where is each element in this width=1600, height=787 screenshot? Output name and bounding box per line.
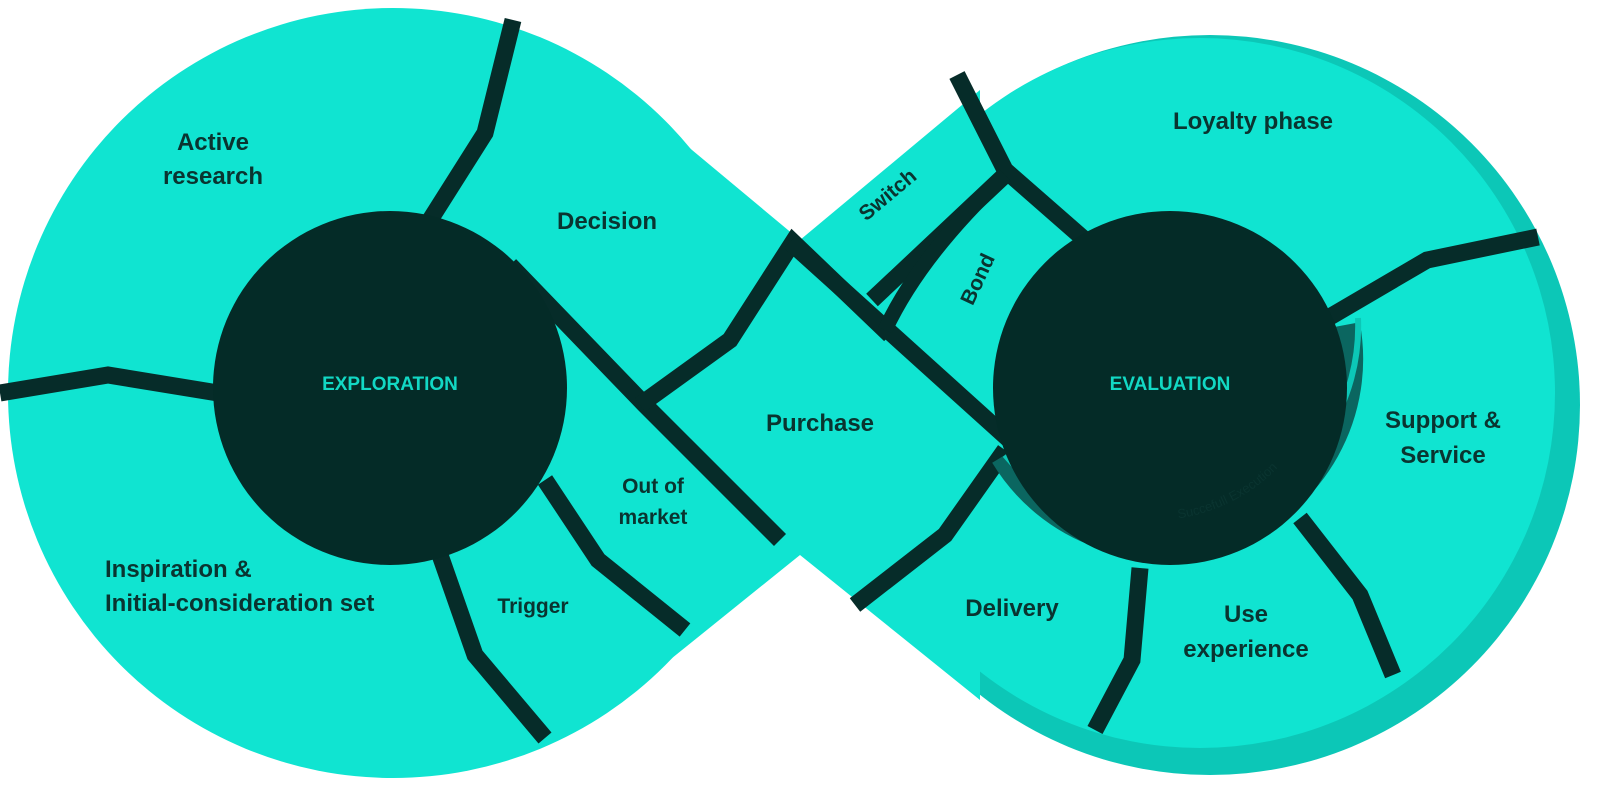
use-experience-label-1: Use xyxy=(1224,601,1268,628)
support-service-label-2: Service xyxy=(1400,442,1485,469)
loyalty-phase-label: Loyalty phase xyxy=(1173,108,1333,135)
evaluation-hub xyxy=(993,211,1347,565)
inspiration-label-2: Initial-consideration set xyxy=(105,590,374,617)
out-of-market-label-2: market xyxy=(619,506,688,529)
exploration-hub-label: EXPLORATION xyxy=(322,374,458,395)
out-of-market-label-1: Out of xyxy=(622,475,685,498)
inspiration-label-1: Inspiration & xyxy=(105,556,252,583)
bond-boundary xyxy=(878,169,1011,334)
trigger-label: Trigger xyxy=(497,595,568,618)
support-service-label-1: Support & xyxy=(1385,407,1501,434)
active-research-label-2: research xyxy=(163,163,263,190)
use-experience-label-2: experience xyxy=(1183,636,1308,663)
exploration-hub xyxy=(213,211,567,565)
active-research-label-1: Active xyxy=(177,129,249,156)
evaluation-hub-label: EVALUATION xyxy=(1110,374,1231,395)
decision-label: Decision xyxy=(557,208,657,235)
purchase-label: Purchase xyxy=(766,410,874,437)
delivery-label: Delivery xyxy=(965,595,1059,622)
